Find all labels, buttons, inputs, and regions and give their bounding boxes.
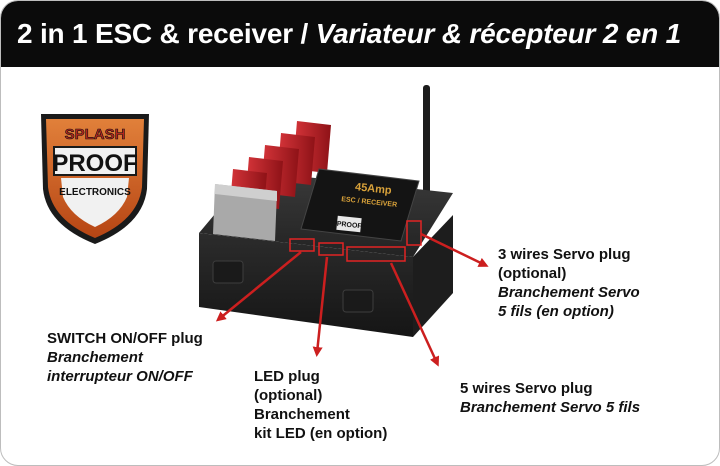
servo5-label-en1: 5 wires Servo plug	[460, 380, 593, 397]
servo3-plug-outline	[406, 220, 422, 246]
logo-splash-text: SPLASH	[65, 126, 126, 143]
servo3-label-fr1: Branchement Servo	[498, 284, 640, 301]
led-plug-outline	[318, 242, 344, 256]
arrow-servo3	[420, 232, 489, 267]
led-label-en1: LED plug	[254, 368, 320, 385]
led-label: LED plug (optional) Branchement kit LED …	[254, 367, 387, 443]
proof-badge-text: PROOF	[336, 221, 362, 231]
switch-label: SWITCH ON/OFF plug Branchement interrupt…	[47, 329, 203, 386]
servo5-label: 5 wires Servo plug Branchement Servo 5 f…	[460, 379, 640, 417]
title-english: 2 in 1 ESC & receiver /	[17, 18, 316, 49]
servo5-plug-outline	[346, 246, 406, 262]
mount-tab-left	[212, 260, 244, 284]
led-label-en4: kit LED (en option)	[254, 425, 388, 442]
servo3-label-en2: (optional)	[498, 265, 567, 282]
servo5-label-fr1: Branchement Servo 5 fils	[460, 399, 641, 416]
arrow-led	[312, 256, 329, 357]
switch-plug-outline	[289, 238, 315, 252]
arrow-servo5	[389, 262, 440, 367]
led-label-en3: Branchement	[254, 406, 350, 423]
splash-proof-logo: SPLASH PROOF ELECTRONICS	[41, 114, 149, 244]
switch-label-fr2: interrupteur ON/OFF	[47, 368, 193, 385]
arrow-switch	[215, 251, 302, 322]
heatsink	[213, 121, 331, 241]
title-bar: 2 in 1 ESC & receiver / Variateur & réce…	[1, 1, 719, 67]
proof-badge	[336, 215, 362, 233]
logo-proof-text: PROOF	[52, 150, 137, 177]
servo3-label: 3 wires Servo plug (optional) Branchemen…	[498, 245, 640, 321]
servo3-label-en1: 3 wires Servo plug	[498, 246, 631, 263]
title-french: Variateur & récepteur 2 en 1	[315, 18, 682, 49]
switch-label-en1: SWITCH ON/OFF plug	[47, 330, 203, 347]
switch-label-fr1: Branchement	[47, 349, 143, 366]
logo-electronics-text: ELECTRONICS	[59, 187, 131, 198]
esc-receiver-unit: 45Amp ESC / RECEIVER PROOF	[199, 85, 453, 337]
servo3-label-fr2: 5 fils (en option)	[498, 303, 614, 320]
antenna	[423, 85, 430, 207]
led-label-en2: (optional)	[254, 387, 323, 404]
mount-tab-right	[342, 289, 374, 313]
label-plate	[300, 168, 420, 242]
rating-text: 45Amp	[354, 181, 392, 197]
page-title: 2 in 1 ESC & receiver / Variateur & réce…	[17, 18, 681, 50]
